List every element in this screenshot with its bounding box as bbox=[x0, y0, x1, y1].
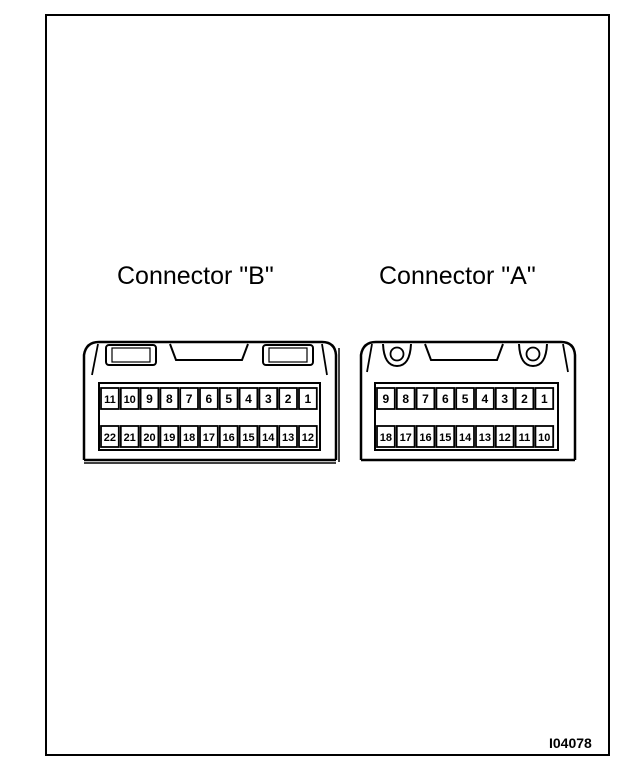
connector-b-pin-cavity bbox=[179, 425, 199, 448]
figure-code: I04078 bbox=[549, 735, 592, 751]
connector-b-pin-number: 21 bbox=[124, 432, 136, 444]
connector-a-pin-number: 14 bbox=[459, 432, 472, 444]
connector-a-pin-cavity bbox=[415, 387, 436, 410]
connector-a-pin-cavity bbox=[475, 425, 495, 448]
connector-a-pin-number: 7 bbox=[422, 392, 429, 406]
connector-b-pin-number: 20 bbox=[143, 432, 155, 444]
connector-a-pin-number: 5 bbox=[462, 392, 469, 406]
connector-b-pin-number: 6 bbox=[206, 392, 213, 406]
connector-b-pin-cavity bbox=[278, 387, 298, 410]
connector-b-pin-cavity bbox=[159, 425, 180, 448]
connector-b-pin-number: 10 bbox=[124, 394, 136, 406]
connector-b-pin-number: 22 bbox=[104, 432, 116, 444]
connector-b-pin-cavity bbox=[278, 425, 298, 448]
connector-a-pin-cavity bbox=[415, 425, 436, 448]
connector-a-pin-cavity bbox=[455, 387, 475, 410]
connector-a-pin-number: 15 bbox=[439, 432, 451, 444]
connector-b-pin-cavity bbox=[199, 425, 219, 448]
connector-a-housing bbox=[359, 340, 577, 462]
connector-a-pin-number: 1 bbox=[541, 392, 548, 406]
connector-b-pin-cavity bbox=[119, 425, 140, 448]
connector-a-pin-number: 12 bbox=[499, 432, 511, 444]
connector-a-pin-cavity bbox=[376, 387, 396, 410]
connector-b-pin-number: 3 bbox=[265, 392, 272, 406]
connector-b-housing bbox=[82, 340, 338, 464]
connector-a-pin-number: 10 bbox=[538, 432, 550, 444]
connector-b-pin-cavity bbox=[179, 387, 199, 410]
connector-a-pin-cavity bbox=[395, 425, 416, 448]
connector-b-pin-cavity bbox=[119, 387, 140, 410]
connector-a-pin-number: 17 bbox=[400, 432, 412, 444]
connector-a-pin-cavity bbox=[435, 387, 456, 410]
connector-b-pin-number: 13 bbox=[282, 432, 294, 444]
connector-b-pin-cavity bbox=[298, 425, 318, 448]
connector-b-pin-cavity bbox=[218, 425, 239, 448]
connector-a-pin-cavity bbox=[494, 387, 515, 410]
connector-a-pin-cavity bbox=[514, 387, 535, 410]
connector-b-pin-cavity bbox=[100, 387, 120, 410]
connector-a-pin-number: 13 bbox=[479, 432, 491, 444]
connector-b-pin-number: 14 bbox=[262, 432, 275, 444]
figure-frame bbox=[45, 14, 610, 756]
connector-b-pin-number: 7 bbox=[186, 392, 193, 406]
connector-a-pin-number: 8 bbox=[402, 392, 409, 406]
connector-a-pin-number: 16 bbox=[419, 432, 431, 444]
connector-a-pin-cavity bbox=[475, 387, 495, 410]
connector-b-pin-number: 2 bbox=[285, 392, 292, 406]
connector-a-pin-number: 18 bbox=[380, 432, 392, 444]
connector-b-pin-cavity bbox=[258, 387, 279, 410]
connector-a-pin-cavity bbox=[435, 425, 456, 448]
connector-b-pin-number: 15 bbox=[242, 432, 254, 444]
connector-a-pin-cavity bbox=[514, 425, 535, 448]
connector-b-pin-number: 16 bbox=[223, 432, 235, 444]
connector-a-pin-number: 11 bbox=[519, 432, 531, 444]
connector-b-pin-cavity bbox=[139, 387, 160, 410]
connector-b-pin-cavity bbox=[258, 425, 279, 448]
connector-b-pin-cavity bbox=[218, 387, 239, 410]
connector-b-pin-cavity bbox=[100, 425, 120, 448]
connector-b-pin-number: 4 bbox=[245, 392, 252, 406]
connector-b-pin-number: 17 bbox=[203, 432, 215, 444]
connector-a-pin-number: 6 bbox=[442, 392, 449, 406]
connector-b-pin-cavity bbox=[139, 425, 160, 448]
connector-a-pin-cavity bbox=[395, 387, 416, 410]
connector-b-pin-number: 1 bbox=[305, 392, 312, 406]
connector-b-pin-number: 12 bbox=[302, 432, 314, 444]
connector-b-pin-cavity bbox=[238, 425, 259, 448]
connector-a-pin-cavity bbox=[455, 425, 475, 448]
connector-a-pin-number: 9 bbox=[383, 392, 390, 406]
connector-b-pin-cavity bbox=[238, 387, 259, 410]
connector-a-pin-cavity bbox=[376, 425, 396, 448]
connector-b-pin-cavity bbox=[159, 387, 180, 410]
connector-b-pin-number: 19 bbox=[163, 432, 175, 444]
connector-a-pin-number: 3 bbox=[501, 392, 508, 406]
connector-b-pin-number: 5 bbox=[225, 392, 232, 406]
connector-b-label: Connector "B" bbox=[117, 262, 274, 290]
connector-a-pin-number: 2 bbox=[521, 392, 528, 406]
connector-b-pin-number: 11 bbox=[104, 394, 116, 406]
connector-a-label: Connector "A" bbox=[379, 262, 536, 290]
connector-b-pin-number: 9 bbox=[146, 392, 153, 406]
connector-a-pin-cavity bbox=[534, 425, 555, 448]
connector-a-pin-cavity bbox=[534, 387, 555, 410]
connector-a-pin-number: 4 bbox=[482, 392, 489, 406]
connector-b-pin-number: 8 bbox=[166, 392, 173, 406]
connector-b-pin-number: 18 bbox=[183, 432, 195, 444]
connector-b-pin-cavity bbox=[199, 387, 219, 410]
connector-a-pin-cavity bbox=[494, 425, 515, 448]
connector-b-pin-cavity bbox=[298, 387, 318, 410]
